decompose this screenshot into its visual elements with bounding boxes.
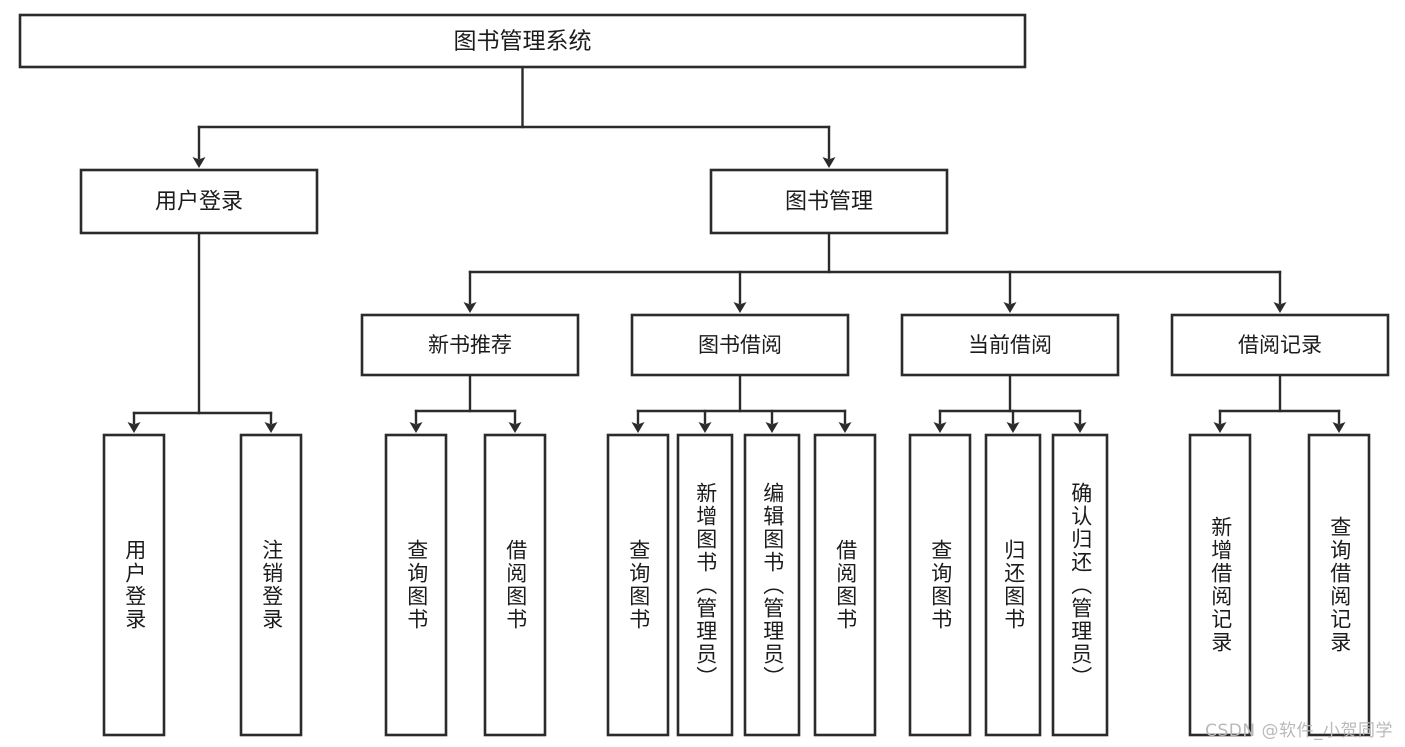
level1-node-box-0[interactable] <box>79 168 319 235</box>
leaf-node-box-5[interactable] <box>676 433 734 737</box>
leaf-node-box-11[interactable] <box>1188 433 1252 737</box>
level1-node-label-0: 用户登录 <box>155 190 243 215</box>
leaf-node-box-12[interactable] <box>1307 433 1371 737</box>
level2-node-label-1: 图书借阅 <box>698 333 782 357</box>
level2-node-label-0: 新书推荐 <box>428 333 512 357</box>
level2-node-box-3[interactable] <box>1170 313 1390 377</box>
leaf-node-box-7[interactable] <box>813 433 877 737</box>
leaf-node-box-3[interactable] <box>483 433 547 737</box>
level2-node-label-3: 借阅记录 <box>1238 333 1322 357</box>
leaf-node-box-4[interactable] <box>606 433 670 737</box>
level2-node-box-0[interactable] <box>360 313 580 377</box>
leaf-node-box-1[interactable] <box>239 433 303 737</box>
connectors-layer <box>127 65 1346 433</box>
leaf-node-box-9[interactable] <box>984 433 1042 737</box>
node-boxes-layer <box>18 13 1390 737</box>
root-node-box[interactable] <box>18 13 1027 69</box>
level2-node-label-2: 当前借阅 <box>968 333 1052 357</box>
leaf-node-box-8[interactable] <box>908 433 972 737</box>
leaf-node-box-6[interactable] <box>743 433 801 737</box>
level1-node-label-1: 图书管理 <box>785 190 873 215</box>
level1-node-box-1[interactable] <box>709 168 949 235</box>
leaf-node-box-10[interactable] <box>1051 433 1109 737</box>
leaf-node-box-0[interactable] <box>102 433 166 737</box>
watermark-text: CSDN @软件_小贺同学 <box>1205 721 1393 741</box>
level2-node-box-1[interactable] <box>630 313 850 377</box>
root-node-label: 图书管理系统 <box>454 29 592 55</box>
level2-node-box-2[interactable] <box>900 313 1120 377</box>
leaf-node-box-2[interactable] <box>384 433 448 737</box>
